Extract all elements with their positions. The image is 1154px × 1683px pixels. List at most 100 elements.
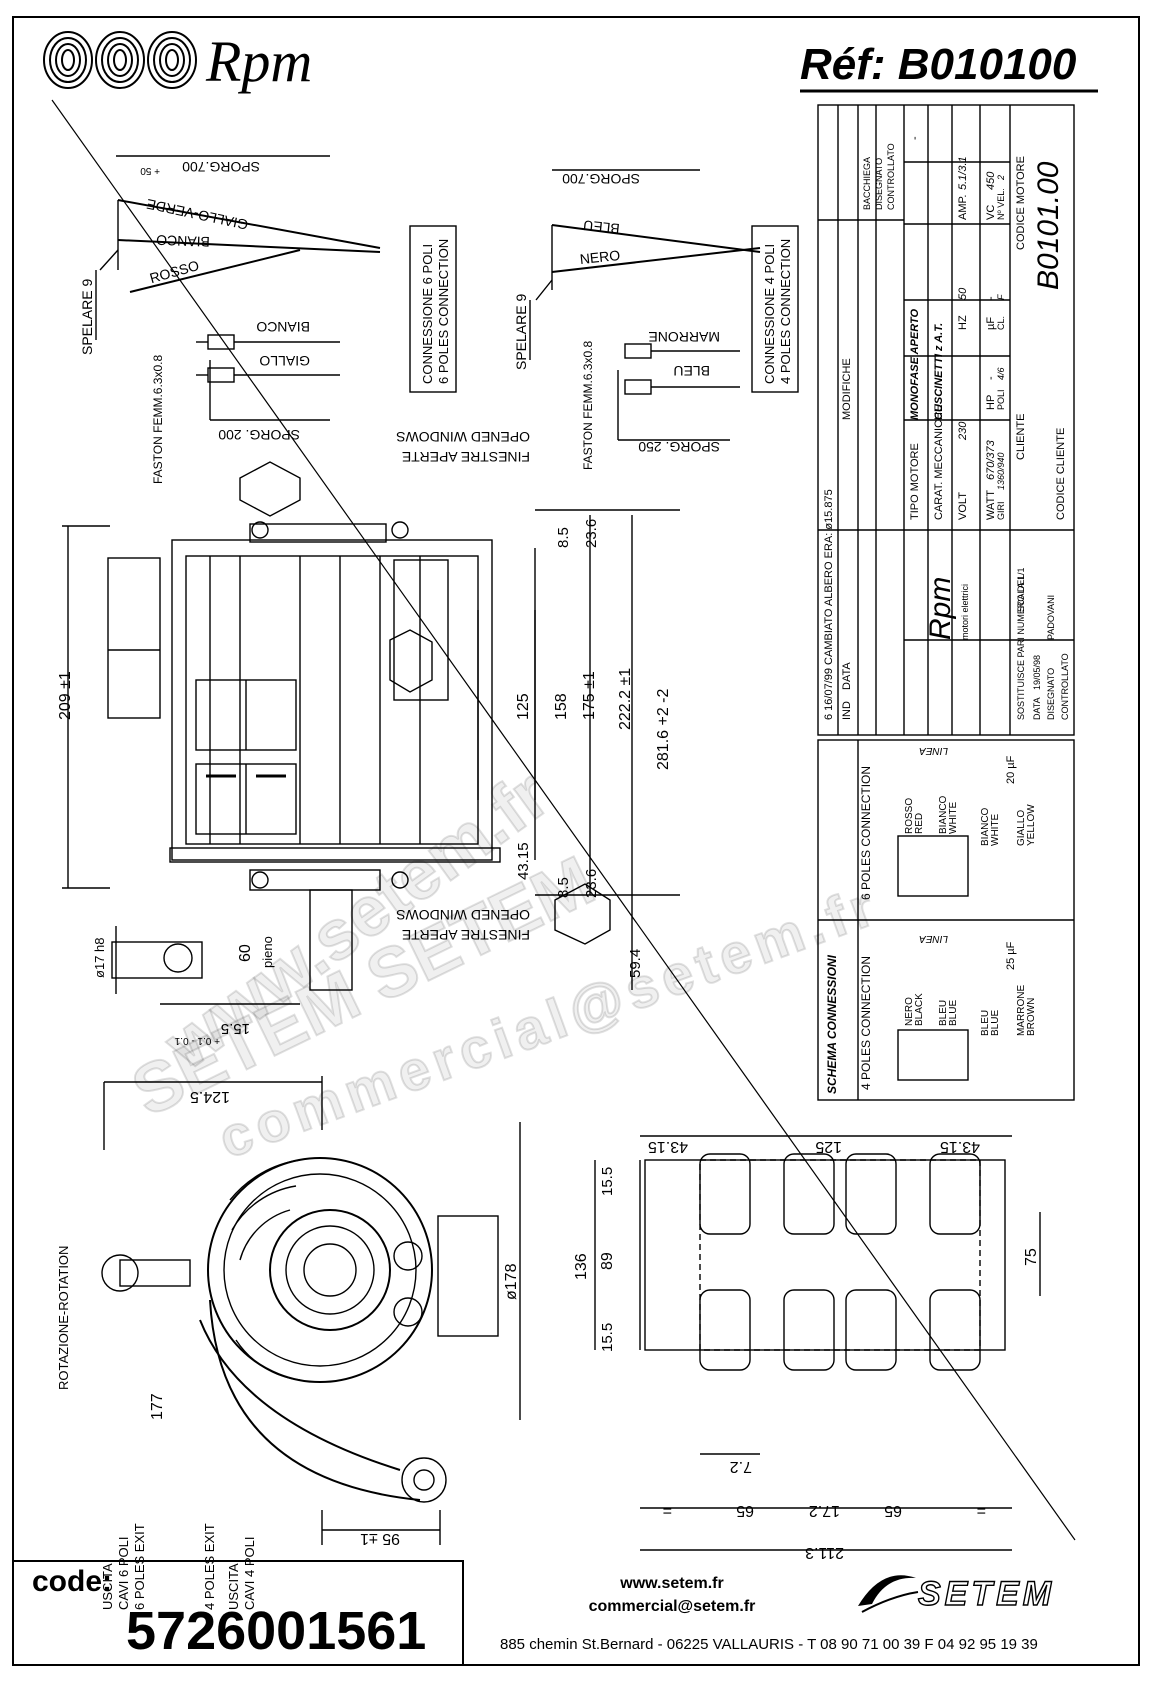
dim-eq-right: = [977,1502,986,1519]
schema-bleu: BLEU [938,1000,949,1026]
tb-uf: µF [985,317,997,330]
tb-watt: WATT [985,490,997,520]
tb-rev-row: 6 16/07/99 CAMBIATO ALBERO ERA: ø15.875 [823,489,835,720]
code-label: code: [32,1565,113,1598]
tb-poli: POLI [996,389,1006,410]
dim-158: 158 [553,693,570,720]
schema-linea-4: LINEA [919,933,948,944]
tb-amp: AMP. [957,195,969,220]
schema-cap6: 20 µF [1005,755,1017,784]
dim-222: 222.2 ±1 [617,668,634,730]
schema-red: RED [914,813,925,834]
tb-hp: HP [985,395,997,410]
reference-number: Réf: B010100 [800,40,1077,89]
setem-logo: SETEM [917,1574,1056,1613]
tb-controllato: CONTROLLATO [886,143,896,210]
code-box [12,1560,464,1666]
email-link[interactable]: commercial@setem.fr [588,1598,756,1615]
finestre-bottom: FINESTRE APERTE [402,927,530,943]
spelare-4: SPELARE 9 [513,294,529,370]
address: 885 chemin St.Bernard - 06225 VALLAURIS … [500,1636,1038,1653]
tb-carat: CARAT. MECCANICHE [933,405,945,520]
tb-modifiche: MODIFICHE [841,358,853,420]
title-block [817,104,1075,1101]
tb-disegnato2: DISEGNATO [1046,668,1056,720]
tb-tipo-motore: TIPO MOTORE [909,443,921,520]
drawing-frame [12,16,1140,1666]
conn6-it: CONNESSIONE 6 POLI [420,244,435,384]
schema-white: WHITE [948,801,959,834]
tb-volt-val: 230 [957,421,969,441]
tb-uf-val: - [985,296,997,300]
wire-label-bleu: BLEU [582,217,620,237]
dim-175: 175 ±1 [581,671,598,720]
schema-linea-6: LINEA [919,745,948,756]
uscita-6-a: USCITA [100,1563,115,1610]
tb-bacchiega: BACCHIEGA [862,157,872,210]
schema-bleu-2: BLEU [980,1010,991,1036]
dim-15-5-b: 15.5 [599,1323,616,1352]
conn4-en: 4 POLES CONNECTION [778,239,793,384]
schema-yellow: YELLOW [1026,804,1037,846]
exit-4-c: CAVI 4 POLI [242,1537,257,1610]
label-bianco-faston: BIANCO [256,319,310,335]
tb-giri-val: 1360/940 [996,452,1006,490]
dim-89: 89 [599,1252,616,1270]
dim-23-6-bottom: 23.6 [583,869,600,898]
dim-178: ø178 [503,1263,520,1300]
schema-black: BLACK [914,993,925,1026]
label-marrone: MARRONE [648,329,720,345]
schema-nero: NERO [904,997,915,1026]
schema-blue: BLUE [948,1000,959,1026]
schema-blue-2: BLUE [990,1010,1001,1036]
website-link[interactable]: www.setem.fr [620,1575,724,1592]
tb-cliente: CLIENTE [1015,414,1027,460]
tb-data2-val: 19/05/98 [1032,655,1042,690]
tb-codice-motore-val: B0101.00 [1032,161,1065,290]
tb-scala: SCALA [1016,582,1026,612]
schema-brown: BROWN [1026,998,1037,1036]
tb-vc: VC [985,205,997,220]
tb-dash: - [909,136,921,140]
brand-title: Rpm [206,29,313,94]
rotation-label: ROTAZIONE-ROTATION [56,1246,71,1390]
faston-4: FASTON FEMM.6.3x0.8 [581,341,595,470]
dim-43-15-a: 43.15 [648,1138,688,1155]
dim-15-5-shaft: 15.5 [221,1020,250,1037]
tb-data2: DATA [1032,697,1042,720]
dim-177: 177 [149,1393,166,1420]
sporg-700-top: SPORG.700 [182,159,260,175]
tb-volt: VOLT [957,492,969,520]
dim-59-4: 59.4 [627,949,644,978]
setem-swoosh-icon [858,1575,919,1613]
schema-title: SCHEMA CONNESSIONI [825,954,839,1094]
pieno-label: pieno [260,936,275,968]
rpm-coil-logo-icon [43,31,197,89]
tol-0-1: + 0.1 - 0.1 [174,1035,220,1046]
tb-tipo-val: MONOFASE APERTO [909,309,921,420]
dim-8-5-bottom: 8.5 [555,877,572,898]
uscita-6-b: CAVI 6 POLI [116,1537,131,1610]
dim-125: 125 [515,693,532,720]
sporg-200: SPORG. 200 [218,427,300,443]
tb-amp-val: 5.1/3.1 [957,156,969,190]
dim-125-b: 125 [815,1138,842,1155]
tb-poli-val: 4/6 [996,367,1006,380]
schema-six-title: 6 POLES CONNECTION [859,766,873,900]
tb-brand-sub: motori elettrici [960,584,970,640]
sporg-250: SPORG. 250 [638,439,720,455]
dim-43-15: 43.15 [515,842,532,880]
exit-4-b: USCITA [226,1563,241,1610]
schema-cap4: 25 µF [1005,941,1017,970]
wire-label-giallo-verde: GIALLO-VERDE [145,196,250,233]
dim-65-a: 65 [736,1502,754,1519]
tb-scala-val: 1/1 [1016,567,1026,580]
tb-ind: IND [841,701,853,720]
uscita-6-c: 6 POLES EXIT [132,1523,147,1610]
opened-windows-bottom: OPENED WINDOWS [396,907,530,923]
tb-codice-cliente: CODICE CLIENTE [1055,428,1067,520]
tb-cl: CL. [996,316,1006,330]
dim-17: ø17 h8 [92,938,107,978]
dim-43-15-b: 43.15 [940,1138,980,1155]
